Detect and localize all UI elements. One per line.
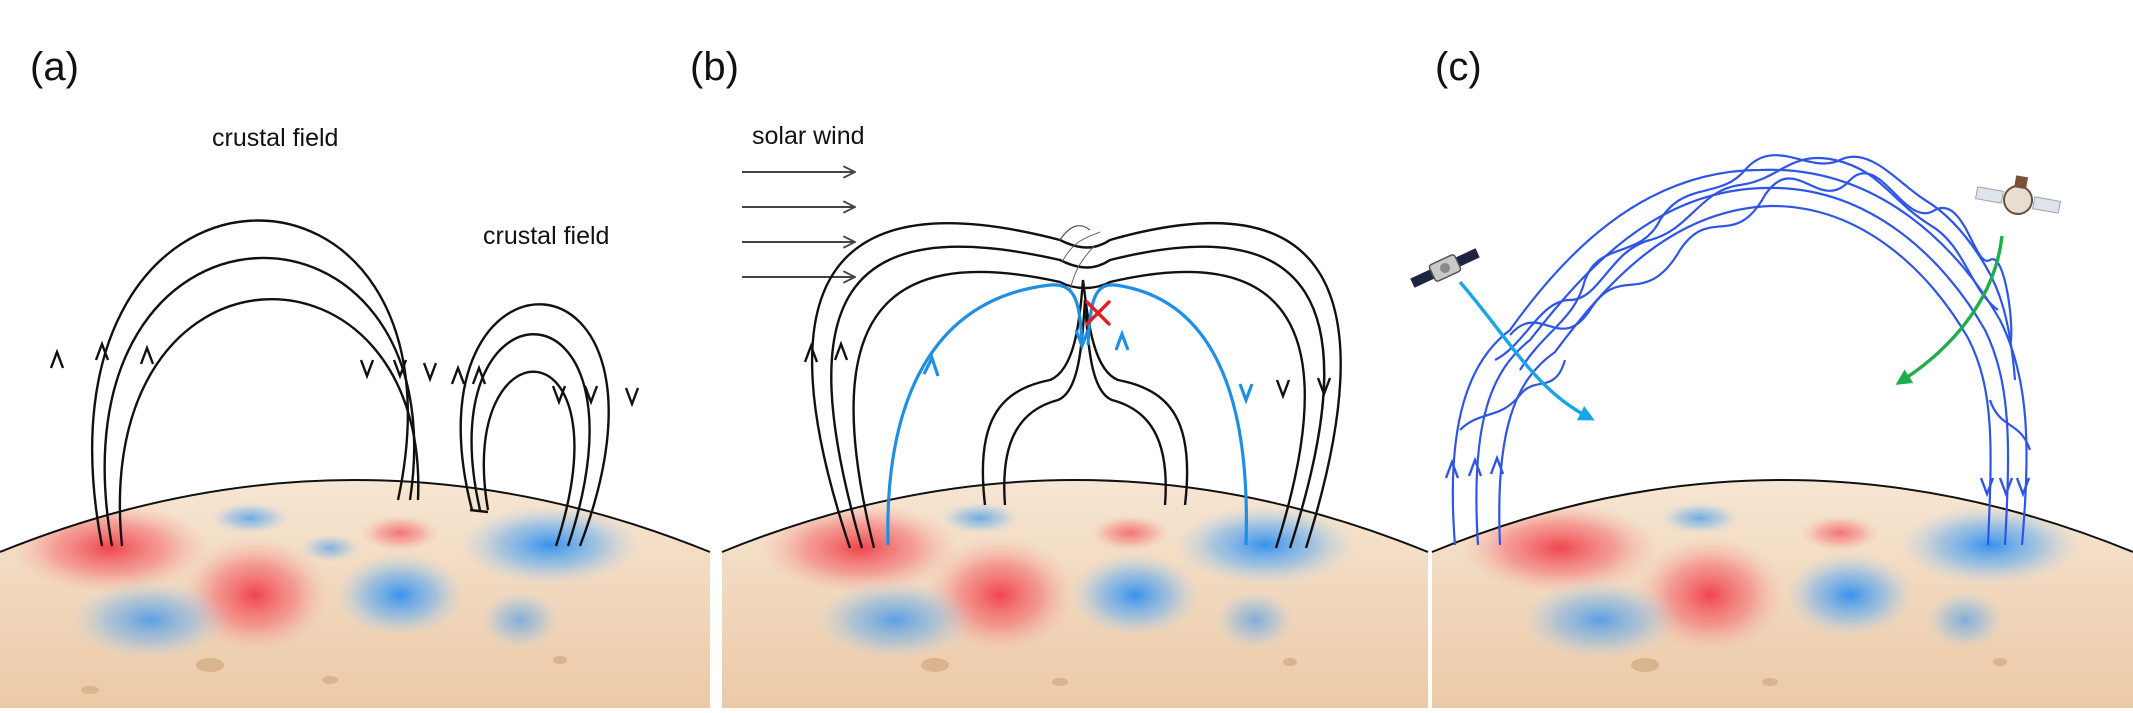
satellite-icon (1975, 175, 2061, 215)
negative-polarity-region (1175, 505, 1355, 585)
crustal-field-lines-a (90, 219, 610, 547)
solar-wind-label: solar wind (752, 122, 865, 150)
planet-surface-c (1431, 479, 2133, 708)
panel-label-a: (a) (30, 45, 79, 89)
negative-polarity-region (460, 505, 640, 585)
panel-label-b: (b) (690, 45, 739, 89)
negative-polarity-region (1785, 553, 1915, 637)
negative-polarity-region (335, 553, 465, 637)
x-mark-icon (1085, 300, 1111, 326)
planet-surface-a (0, 479, 711, 708)
flux-rope (1451, 154, 2032, 546)
panel-a: (a) crustal field crustal field (0, 45, 711, 708)
reconnected-direction-arrows-b (922, 329, 1254, 405)
solar-wind-arrows (742, 172, 855, 277)
negative-polarity-region (1070, 553, 1200, 637)
positive-polarity-region (1460, 502, 1660, 594)
panel-b: solar wind (690, 45, 1429, 708)
panel-label-c: (c) (1435, 45, 1482, 89)
crustal-field-label: crustal field (212, 124, 338, 152)
draped-field-lines-b (810, 221, 1342, 549)
reconnected-field-lines-b (886, 283, 1248, 546)
spacecraft-track-2 (1895, 235, 2004, 385)
satellite-icon (1410, 248, 1480, 288)
field-direction-arrows-a (49, 340, 640, 408)
positive-polarity-region (760, 502, 960, 594)
flux-rope-direction-arrows (1444, 454, 2031, 498)
positive-polarity-region (10, 502, 210, 594)
panel-c: (c) (1410, 45, 2133, 708)
spacecraft-track-1 (1458, 280, 1595, 421)
field-direction-arrows-b (803, 340, 1332, 400)
negative-polarity-region (1900, 505, 2080, 585)
planet-surface-b (721, 479, 1429, 708)
crustal-field-label: crustal field (483, 222, 609, 250)
